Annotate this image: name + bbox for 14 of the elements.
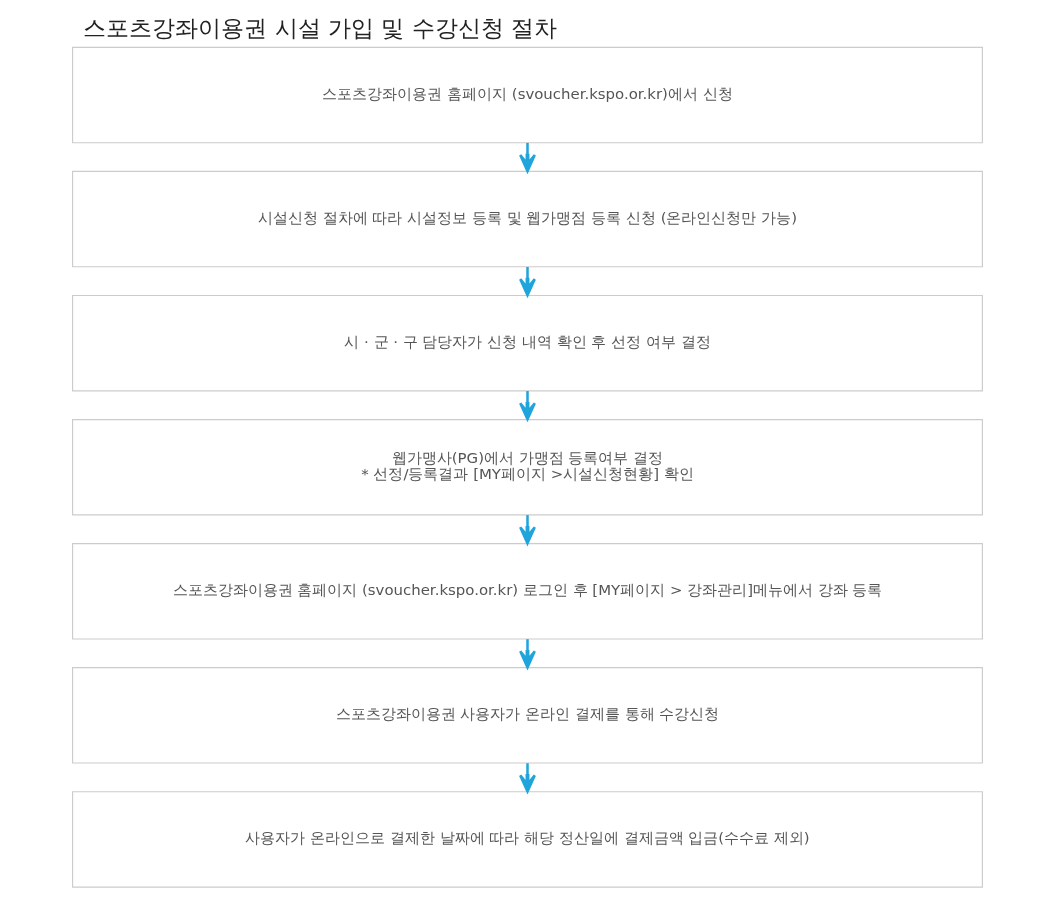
node-box: 스포츠강좌이용권 홈페이지 (svoucher.kspo.or.kr) 로그인 후 [MY페이지 > 강좌관리]메뉴에서 강좌 등록 bbox=[72, 543, 983, 640]
arrow bbox=[519, 639, 536, 669]
arrow bbox=[519, 515, 536, 545]
arrow bbox=[519, 267, 536, 297]
node-box: 스포츠강좌이용권 홈페이지 (svoucher.kspo.or.kr)에서 신청 bbox=[72, 46, 983, 144]
node-box: 웹가맹사(PG)에서 가맹점 등록여부 결정 * 선정/등록결과 [MY페이지 >시설신청현황] 확인 bbox=[72, 419, 983, 516]
node-box: 시 · 군 · 구 담당자가 신청 내역 확인 후 선정 여부 결정 bbox=[72, 294, 983, 392]
arrow bbox=[519, 142, 536, 173]
node-box: 시설신청 절차에 따라 시설정보 등록 및 웹가맹점 등록 신청 (온라인신청만 가능) bbox=[72, 170, 983, 268]
arrow bbox=[519, 763, 536, 793]
node-box: 사용자가 온라인으로 결제한 날짜에 따라 해당 정산일에 결제금액 입금(수수료 제외) bbox=[72, 791, 983, 888]
arrow bbox=[519, 391, 536, 421]
node-box: 스포츠강좌이용권 사용자가 온라인 결제를 통해 수강신청 bbox=[72, 667, 983, 764]
diagram-title: 스포츠강좌이용권 시설 가입 및 수강신청 절차 bbox=[83, 14, 557, 41]
